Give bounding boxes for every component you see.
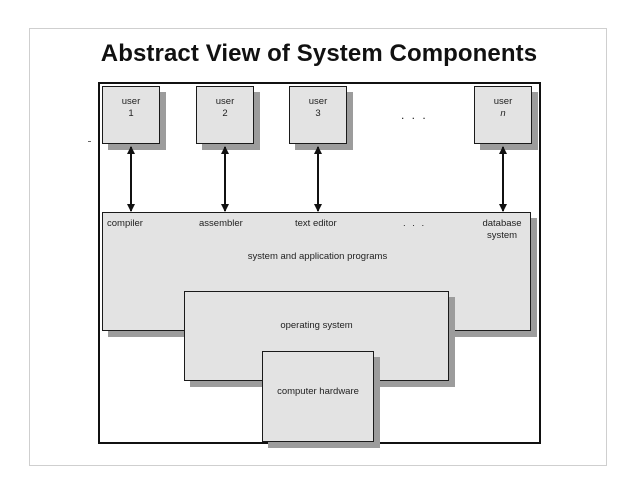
user-1-box: user 1	[102, 86, 160, 144]
computer-hardware-box: computer hardware	[262, 351, 374, 442]
user-n-label: user	[493, 96, 513, 107]
user-3-number: 3	[315, 108, 321, 119]
slide-title: Abstract View of System Components	[100, 40, 538, 67]
computer-hardware-label: computer hardware	[277, 386, 359, 397]
user-2-label: user	[215, 96, 235, 107]
user-3-box: user 3	[289, 86, 347, 144]
user-n-number: n	[500, 108, 506, 119]
user-1-number: 1	[128, 108, 134, 119]
user-2-box: user 2	[196, 86, 254, 144]
user-1-label: user	[121, 96, 141, 107]
programs-layer-label: system and application programs	[247, 251, 388, 262]
arrow-user-1-compiler	[127, 146, 134, 212]
programs-ellipsis: . . .	[403, 218, 427, 229]
user-2-number: 2	[222, 108, 228, 119]
arrow-user-2-assembler	[221, 146, 228, 212]
database-system-label: database system	[482, 218, 522, 241]
stray-mark	[88, 141, 91, 142]
operating-system-label: operating system	[280, 320, 353, 331]
assembler-label: assembler	[199, 218, 243, 229]
user-3-label: user	[308, 96, 328, 107]
system-components-diagram: user 1 user 2 user 3 . . . user n compil…	[98, 82, 541, 444]
arrow-user-n-database	[499, 146, 506, 212]
text-editor-label: text editor	[295, 218, 337, 229]
user-ellipsis: . . .	[401, 108, 428, 122]
arrow-user-3-text-editor	[314, 146, 321, 212]
compiler-label: compiler	[107, 218, 143, 229]
user-n-box: user n	[474, 86, 532, 144]
